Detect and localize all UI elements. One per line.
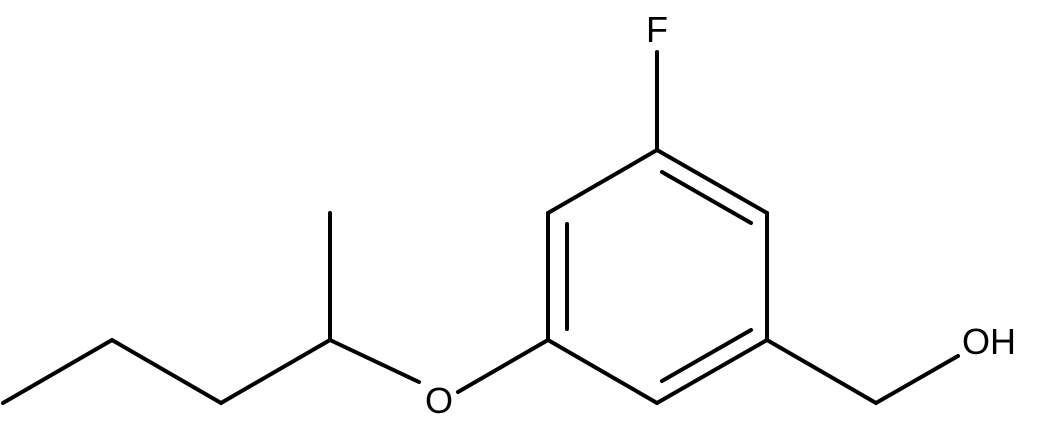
ring-bond-c4-c5 <box>546 338 659 405</box>
bond-ch2-terminal-methyl <box>1 338 114 405</box>
bond-ch2-oh <box>874 354 960 405</box>
bond-ch2-ch2 <box>110 338 223 405</box>
bond-oxygen-chiral-carbon <box>328 338 421 384</box>
hydroxyl-label: OH <box>962 321 1016 362</box>
benzene-ring <box>546 148 769 405</box>
ring-bond-c6-c1 <box>546 148 659 215</box>
ring-bond-c3-c4-inner <box>660 328 753 383</box>
ether-oxygen-label: O <box>425 380 453 421</box>
bond-ring-ether-oxygen <box>456 338 550 394</box>
ring-bond-c1-c2 <box>655 148 769 215</box>
bond-chiral-carbon-ch2 <box>219 338 332 405</box>
ring-bond-c1-c2-inner <box>660 170 753 225</box>
fluorine-label: F <box>646 9 668 50</box>
bond-ring-ch2 <box>765 338 878 405</box>
ring-bond-c3-c4 <box>655 338 769 405</box>
